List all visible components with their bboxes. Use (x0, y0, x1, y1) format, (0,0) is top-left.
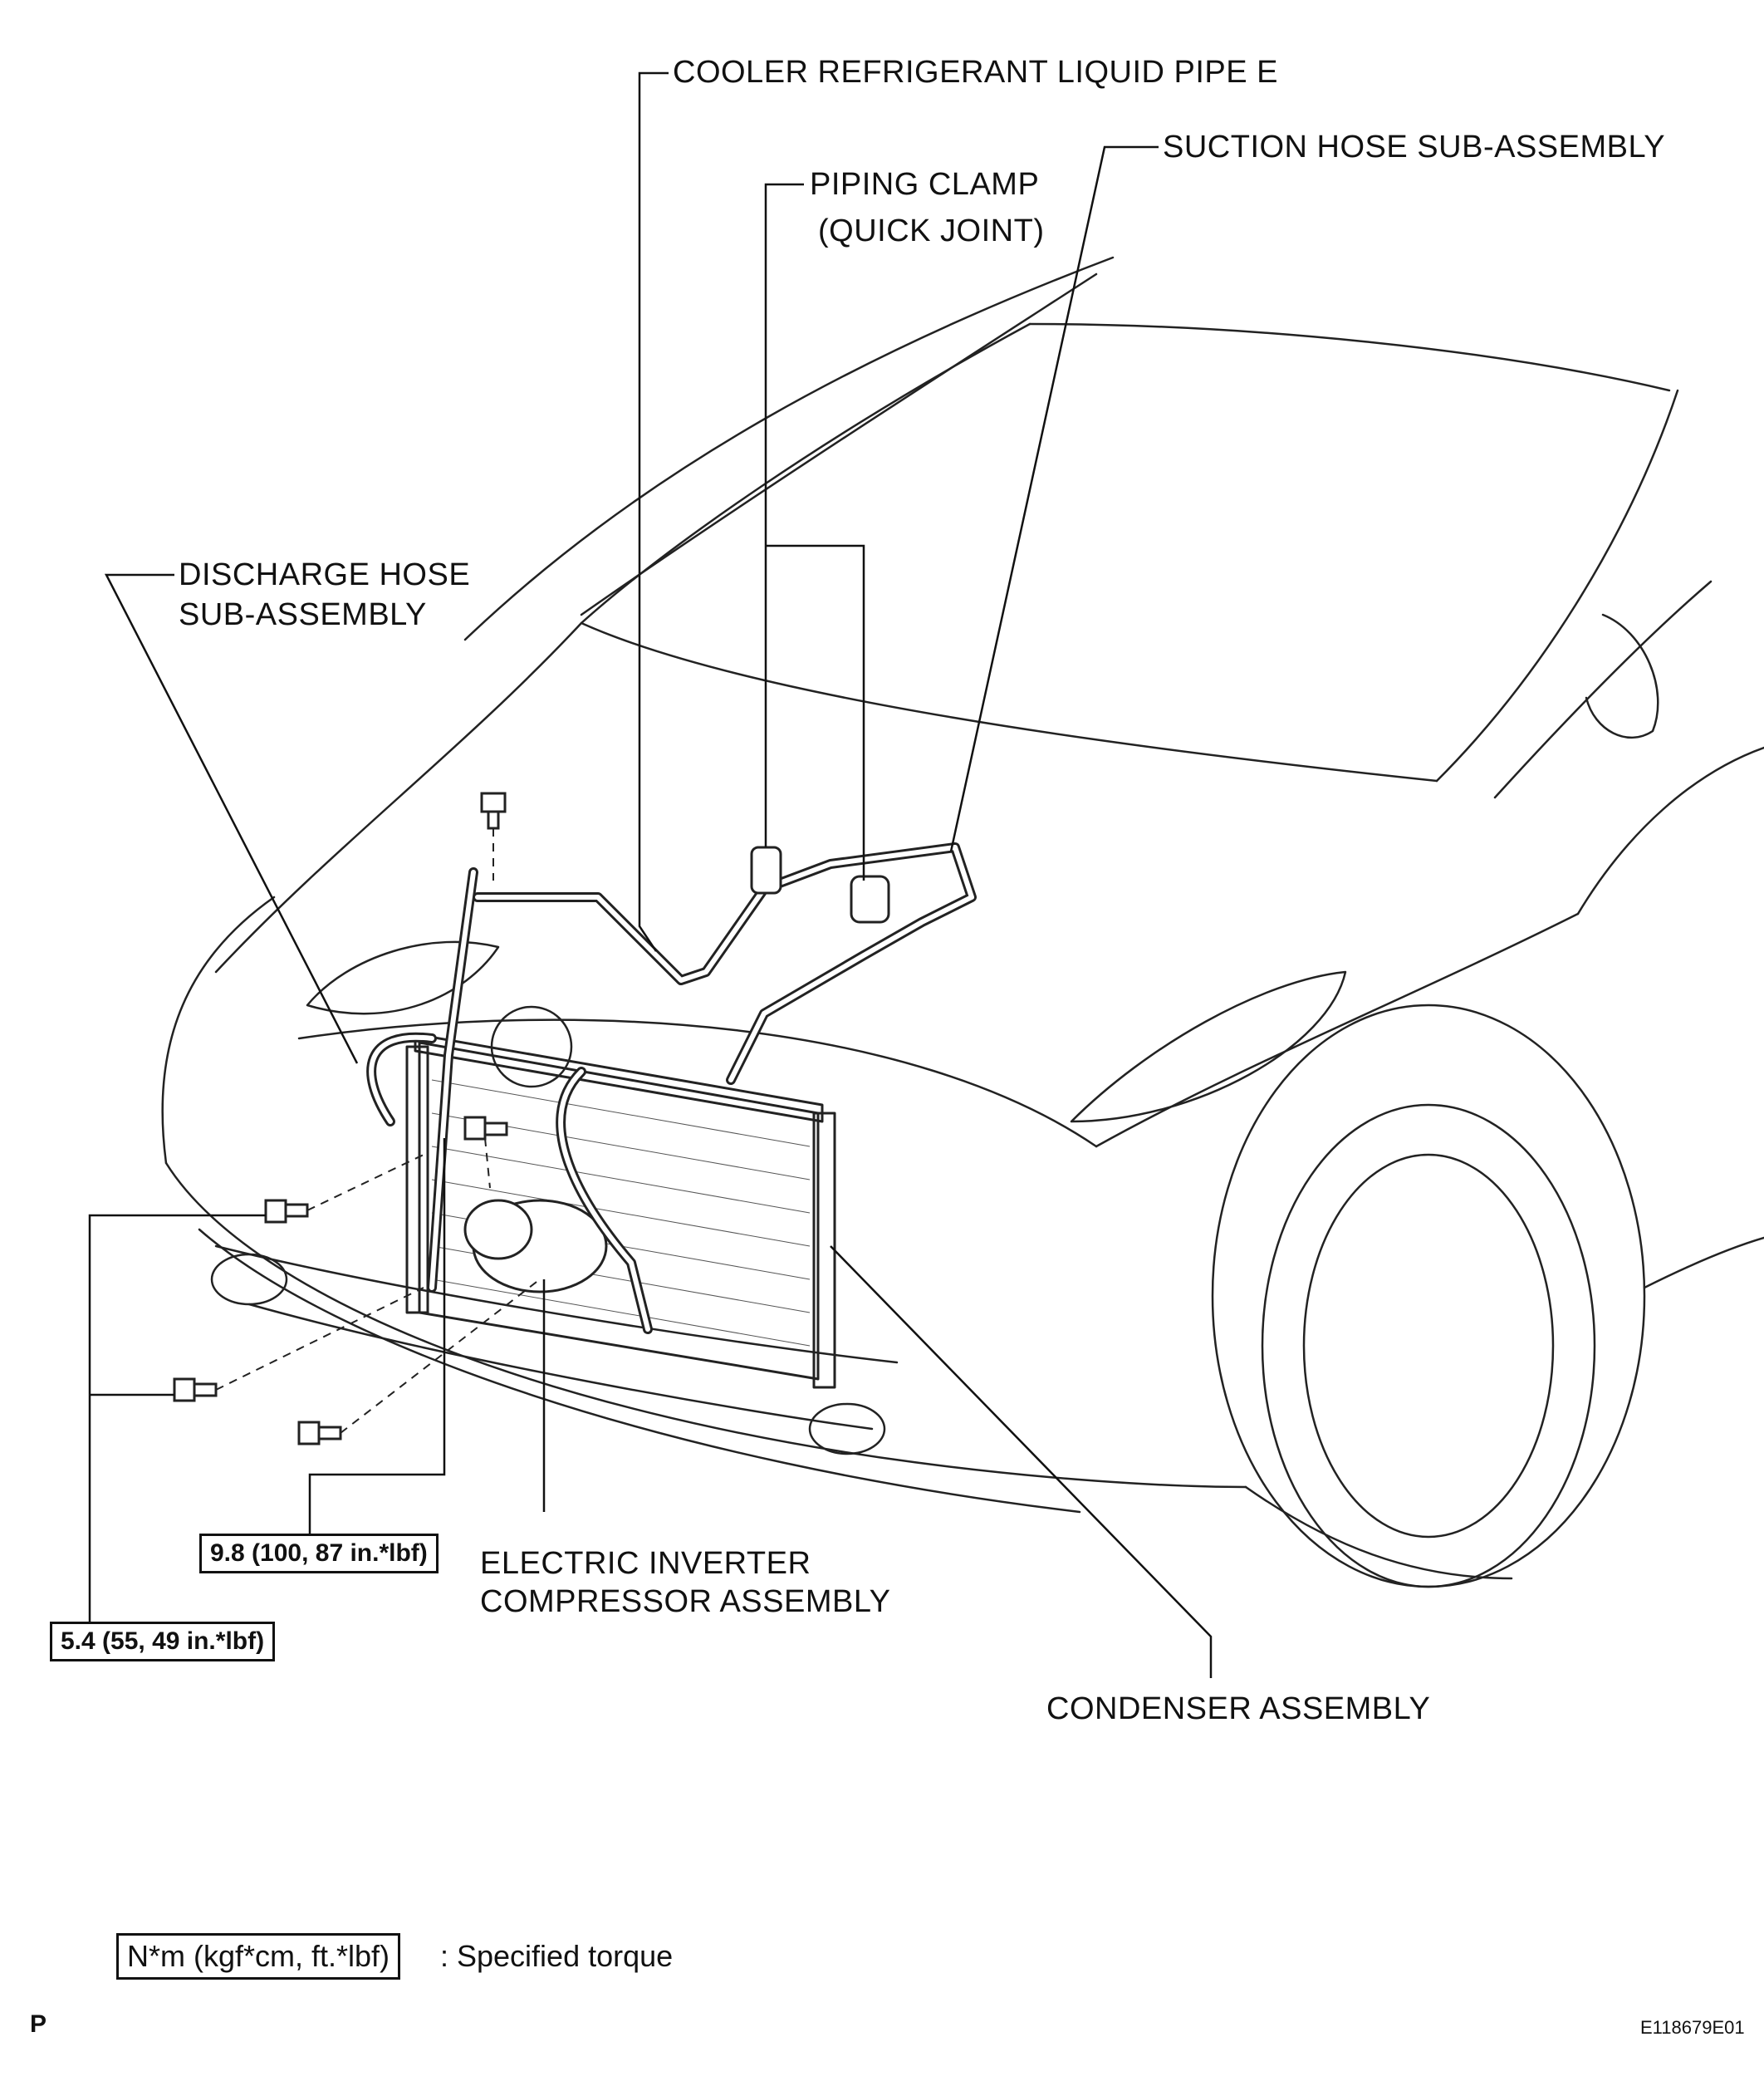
label-suction-hose: SUCTION HOSE SUB-ASSEMBLY (1163, 130, 1666, 164)
leader-discharge-hose (104, 573, 359, 1064)
figure-id: E118679E01 (1640, 2017, 1745, 2038)
piping-clamp-2 (850, 875, 890, 924)
corner-letter: P (30, 2010, 47, 2038)
label-compressor-1: ELECTRIC INVERTER (480, 1546, 811, 1581)
condenser-top-rail (414, 1033, 824, 1123)
leader-piping-clamp-2 (766, 544, 865, 881)
label-discharge-hose-1: DISCHARGE HOSE (179, 557, 471, 592)
cooler-pipe-shape (473, 842, 977, 1085)
fender-front (161, 896, 276, 1165)
label-discharge-hose-2: SUB-ASSEMBLY (179, 597, 427, 632)
label-cooler-pipe: COOLER REFRIGERANT LIQUID PIPE E (673, 55, 1279, 90)
fender-right (1095, 912, 1580, 1148)
windshield-bottom (580, 621, 1438, 783)
torque-value-98: 9.8 (100, 87 in.*lbf) (199, 1534, 439, 1573)
front-wheel (1261, 1103, 1596, 1588)
label-piping-clamp: PIPING CLAMP (810, 167, 1040, 202)
bolt-4 (463, 1116, 508, 1141)
grille-upper (214, 1244, 899, 1364)
hood-crease (297, 1018, 1098, 1148)
hood-edge (214, 621, 583, 974)
front-bumper (164, 1161, 1247, 1489)
bolt-2 (173, 1377, 218, 1402)
windshield-left (580, 322, 1031, 625)
rocker-panel (1643, 1236, 1764, 1289)
condenser-frame (418, 1041, 820, 1381)
fog-lamp-right (808, 1402, 886, 1455)
bolt-1 (264, 1199, 309, 1224)
fog-lamp-left (210, 1253, 288, 1306)
bolt-3 (297, 1421, 342, 1445)
torque-value-54: 5.4 (55, 49 in.*lbf) (50, 1622, 276, 1661)
piping-clamp-1 (750, 846, 782, 895)
condenser-left-tank (405, 1045, 429, 1314)
detail-circle (490, 1005, 573, 1088)
leader-cooler-pipe (638, 71, 669, 952)
headlamp-left (306, 940, 500, 1015)
label-compressor-2: COMPRESSOR ASSEMBLY (480, 1584, 891, 1619)
windshield-top (1028, 322, 1671, 392)
mirror (1585, 613, 1659, 739)
front-wheel-rim (1302, 1153, 1555, 1539)
leader-torque-54 (88, 1214, 266, 1622)
leader-suction-hose (949, 145, 1159, 852)
body-lower (1244, 1485, 1513, 1580)
grille-lower (247, 1303, 874, 1431)
label-condenser: CONDENSER ASSEMBLY (1046, 1691, 1431, 1726)
label-quick-joint: (QUICK JOINT) (818, 213, 1045, 248)
bolt-top (480, 792, 507, 830)
car-roof-line-2 (580, 272, 1098, 616)
leader-piping-clamp (764, 183, 804, 847)
headlamp-right (1070, 970, 1347, 1123)
legend-unit: N*m (kgf*cm, ft.*lbf) (116, 1933, 401, 1980)
compressor-head (463, 1199, 533, 1260)
front-wheel-arch (1211, 1004, 1646, 1588)
leader-condenser (830, 1245, 1213, 1678)
a-pillar (1435, 389, 1679, 783)
side-line (1576, 746, 1764, 915)
leader-torque-98 (308, 1138, 446, 1534)
car-roof-line (463, 256, 1115, 641)
legend-description: : Specified torque (440, 1939, 674, 1973)
side-window (1493, 580, 1713, 799)
bumper-lower (198, 1228, 1081, 1514)
